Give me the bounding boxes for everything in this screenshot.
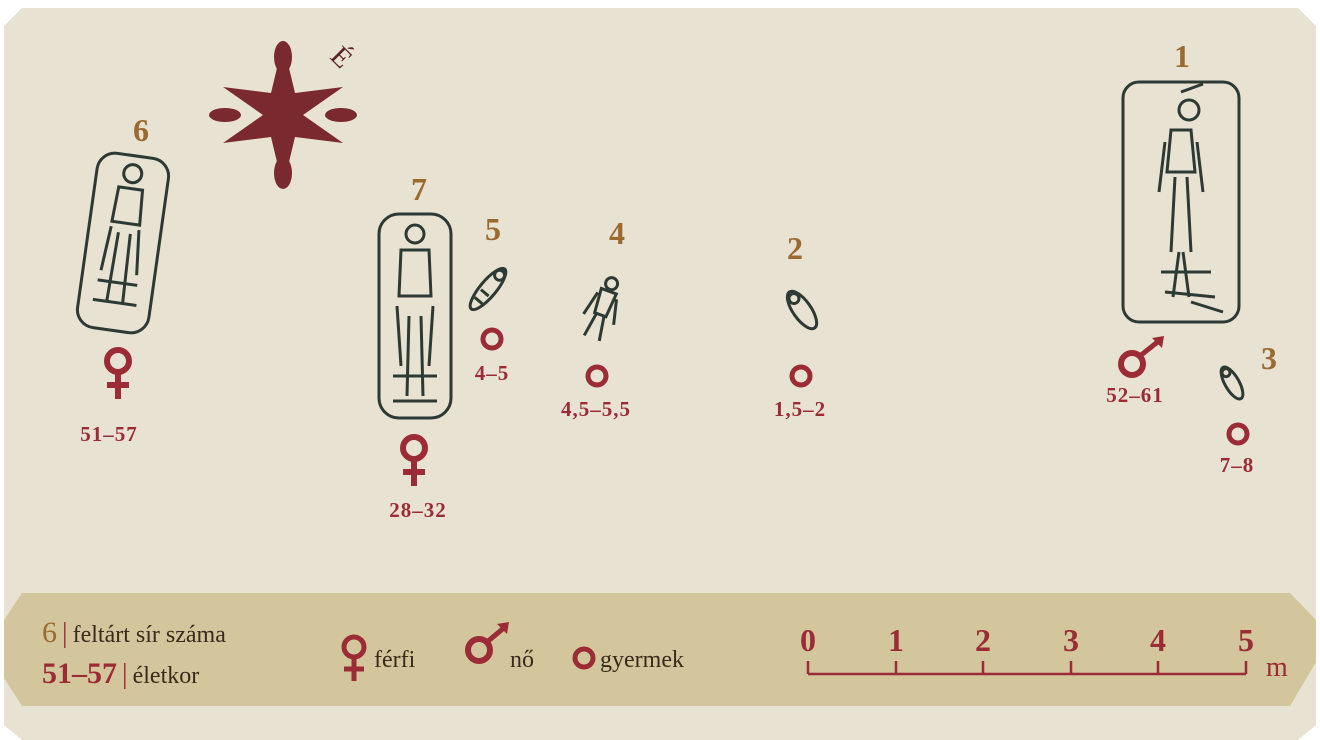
legend-number-row: 6|feltárt sír száma xyxy=(42,618,226,648)
legend-child-icon xyxy=(570,644,598,672)
legend-female-icon xyxy=(338,633,370,683)
grave-number-7: 7 xyxy=(411,173,427,205)
legend-age-row: 51–57|életkor xyxy=(42,659,199,689)
legend-age-example: 51–57 xyxy=(42,657,117,690)
female-symbol-icon xyxy=(100,345,136,401)
grave-number-5: 5 xyxy=(485,213,501,245)
female-symbol-icon xyxy=(396,432,432,488)
legend-male-label: nő xyxy=(510,648,534,672)
legend-separator: | xyxy=(57,618,73,649)
legend-number-example: 6 xyxy=(42,616,57,649)
scale-unit: m xyxy=(1266,654,1288,682)
grave-age-6: 51–57 xyxy=(80,424,138,445)
grave-number-3: 3 xyxy=(1261,342,1277,374)
male-symbol-icon xyxy=(1116,336,1168,380)
scale-tick-1: 1 xyxy=(888,624,904,656)
legend-female-label: férfi xyxy=(374,648,415,672)
grave-age-5: 4–5 xyxy=(475,363,510,384)
legend-separator: | xyxy=(117,659,133,690)
scale-tick-4: 4 xyxy=(1150,624,1166,656)
grave-age-3: 7–8 xyxy=(1220,455,1255,476)
child-symbol-icon xyxy=(787,362,815,390)
scale-tick-0: 0 xyxy=(800,624,816,656)
scale-tick-2: 2 xyxy=(975,624,991,656)
grave-number-1: 1 xyxy=(1174,40,1190,72)
child-symbol-icon xyxy=(1224,420,1252,448)
grave-number-4: 4 xyxy=(609,217,625,249)
grave-number-6: 6 xyxy=(133,114,149,146)
grave-age-1: 52–61 xyxy=(1106,385,1164,406)
legend-age-desc: életkor xyxy=(133,663,200,689)
legend-number-desc: feltárt sír száma xyxy=(73,622,226,648)
grave-age-7: 28–32 xyxy=(389,500,447,521)
child-symbol-icon xyxy=(583,362,611,390)
scale-tick-3: 3 xyxy=(1063,624,1079,656)
grave-number-2: 2 xyxy=(787,232,803,264)
legend-child-label: gyermek xyxy=(600,648,684,672)
grave-age-4: 4,5–5,5 xyxy=(561,399,631,420)
legend-male-icon xyxy=(463,622,511,666)
scale-tick-5: 5 xyxy=(1238,624,1254,656)
grave-age-2: 1,5–2 xyxy=(774,399,826,420)
child-symbol-icon xyxy=(478,325,506,353)
